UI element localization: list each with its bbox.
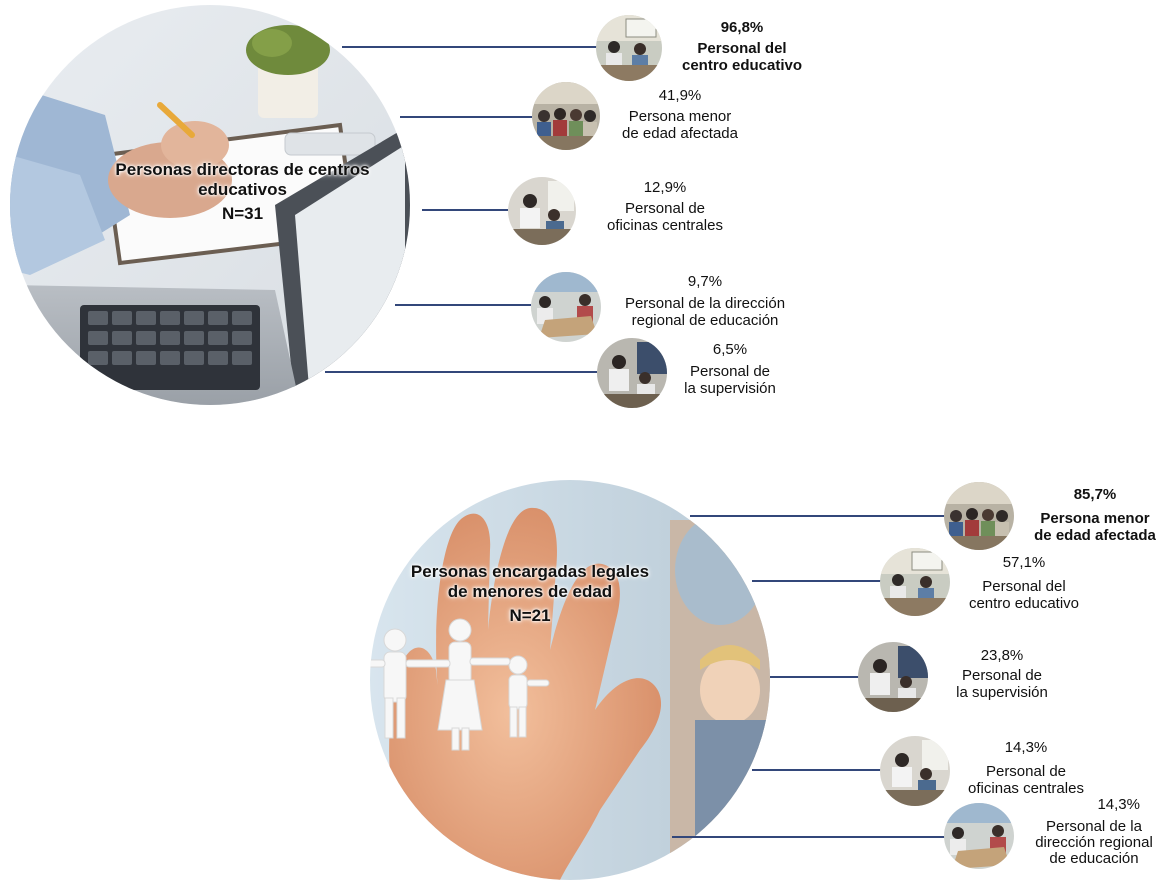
guardians-title-line1: Personas encargadas legales [410, 562, 650, 581]
percentage: 6,5% [712, 341, 748, 358]
directors-title-line1: Personas directoras de centros [115, 160, 370, 179]
percentage: 57,1% [1002, 554, 1046, 571]
percentage: 23,8% [980, 647, 1024, 664]
connector-line [752, 580, 882, 582]
students-icon [944, 482, 1014, 550]
guardians-item-2-label: 57,1% Personal del centro educativo [944, 554, 1104, 612]
directors-item-4-label: 9,7% Personal de la dirección regional d… [600, 273, 810, 329]
guardians-item-1-label: 85,7% Persona menor de edad afectada [1018, 486, 1172, 544]
students-icon [532, 82, 600, 150]
classroom-icon [880, 548, 950, 616]
percentage: 14,3% [1004, 739, 1048, 756]
guardians-title-line2: de menores de edad [447, 582, 613, 601]
directors-item-2-label: 41,9% Persona menor de edad afectada [600, 87, 760, 142]
meeting-icon [944, 803, 1014, 869]
guardians-item-5-label: 14,3% Personal de la dirección regional … [1016, 797, 1172, 867]
guardians-item-4-label: 14,3% Personal de oficinas centrales [944, 739, 1108, 797]
connector-line [325, 371, 597, 373]
directors-title: Personas directoras de centros educativo… [70, 160, 415, 224]
supervision-icon [858, 642, 928, 712]
supervision-icon [597, 338, 667, 408]
directors-item-5-label: 6,5% Personal de la supervisión [660, 341, 800, 397]
guardians-title: Personas encargadas legales de menores d… [400, 562, 660, 626]
connector-line [690, 515, 944, 517]
percentage: 41,9% [658, 87, 702, 104]
connector-line [342, 46, 598, 48]
connector-line [770, 676, 860, 678]
directors-title-line2: educativos [198, 180, 287, 199]
office-icon [880, 736, 950, 806]
connector-line [395, 304, 531, 306]
directors-n: N=31 [221, 204, 264, 223]
percentage: 85,7% [1073, 486, 1117, 503]
connector-line [752, 769, 882, 771]
meeting-icon [531, 272, 601, 342]
percentage: 9,7% [687, 273, 723, 290]
guardians-n: N=21 [509, 606, 551, 625]
classroom-icon [596, 15, 662, 81]
percentage: 96,8% [720, 19, 764, 36]
family-hands-photo [370, 480, 770, 880]
connector-line [400, 116, 532, 118]
directors-item-3-label: 12,9% Personal de oficinas centrales [585, 179, 745, 234]
directors-item-1-label: 96,8% Personal del centro educativo [662, 19, 822, 74]
percentage: 14,3% [1097, 796, 1140, 813]
connector-line [672, 836, 946, 838]
office-icon [508, 177, 576, 245]
desk-laptop-photo [10, 5, 410, 405]
connector-line [422, 209, 508, 211]
guardians-item-3-label: 23,8% Personal de la supervisión [922, 647, 1082, 701]
percentage: 12,9% [643, 179, 687, 196]
